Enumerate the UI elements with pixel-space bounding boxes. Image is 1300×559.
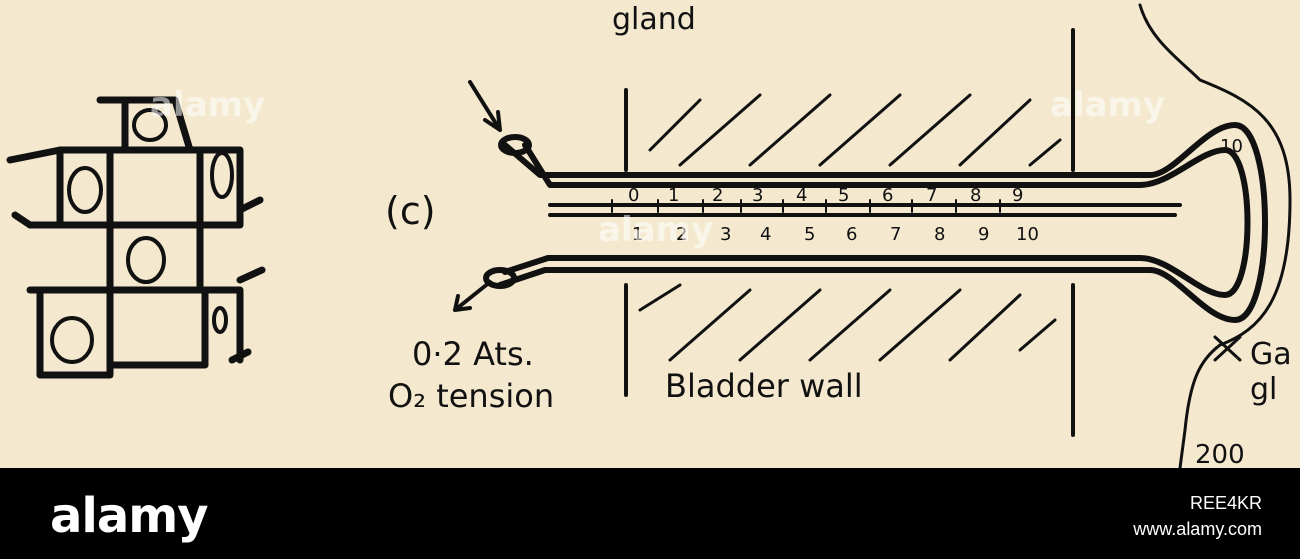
bladder-wall-label: Bladder wall bbox=[665, 367, 863, 405]
lower-number: 8 bbox=[934, 224, 945, 245]
capillary-loop bbox=[483, 122, 1268, 323]
gas-gland-label-line1: Ga bbox=[1250, 337, 1292, 372]
upper-number: 4 bbox=[796, 185, 807, 206]
image-id: REE4KR bbox=[1189, 493, 1262, 513]
scale-label: 200 bbox=[1195, 440, 1245, 470]
exchange-arrows bbox=[611, 199, 1001, 213]
upper-number: 3 bbox=[752, 185, 763, 206]
upper-number: 0 bbox=[628, 185, 639, 206]
lower-number: 1 bbox=[632, 224, 643, 245]
lower-number: 3 bbox=[720, 224, 731, 245]
cell-tissue-sketch bbox=[6, 96, 266, 379]
lower-number: 4 bbox=[760, 224, 771, 245]
upper-number: 10 bbox=[1220, 136, 1243, 157]
site-url: www.alamy.com bbox=[1133, 519, 1262, 539]
upper-number: 7 bbox=[926, 185, 937, 206]
gas-gland-label-line2: gl bbox=[1250, 372, 1278, 407]
inflow-arrow bbox=[468, 80, 502, 132]
upper-number: 1 bbox=[668, 185, 679, 206]
lower-number: 2 bbox=[676, 224, 687, 245]
lower-number: 6 bbox=[846, 224, 857, 245]
upper-number: 6 bbox=[882, 185, 893, 206]
gas-gland-pointer bbox=[1213, 335, 1242, 362]
alamy-logo: alamy bbox=[50, 488, 209, 544]
lower-number: 7 bbox=[890, 224, 901, 245]
upper-number: 9 bbox=[1012, 185, 1023, 206]
diagram-figure: 0 1 2 3 4 5 6 7 8 9 10 1 2 3 4 5 6 7 8 9 10 gland (c) 0·2 A… bbox=[6, 2, 1292, 470]
watermark: alamy bbox=[598, 210, 714, 250]
top-gland-label: gland bbox=[612, 2, 696, 37]
upper-number-labels: 0 1 2 3 4 5 6 7 8 9 10 bbox=[628, 136, 1243, 206]
tension-label-line1: 0·2 Ats. bbox=[412, 335, 534, 373]
watermark: alamy bbox=[1050, 85, 1166, 125]
upper-number: 8 bbox=[970, 185, 981, 206]
lower-number: 10 bbox=[1016, 224, 1039, 245]
panel-label: (c) bbox=[385, 189, 436, 233]
diagram-drawing: 0 1 2 3 4 5 6 7 8 9 10 1 2 3 4 5 6 7 8 9 10 bbox=[6, 3, 1292, 468]
upper-number: 2 bbox=[712, 185, 723, 206]
footer-banner bbox=[0, 468, 1300, 559]
lower-number: 9 bbox=[978, 224, 989, 245]
lower-number-labels: 1 2 3 4 5 6 7 8 9 10 bbox=[632, 224, 1039, 245]
tension-label-line2: O₂ tension bbox=[388, 377, 555, 415]
upper-number: 5 bbox=[838, 185, 849, 206]
cell-nuclei bbox=[50, 108, 234, 364]
lower-number: 5 bbox=[804, 224, 815, 245]
wall-hatching bbox=[638, 93, 1062, 362]
watermark: alamy bbox=[150, 85, 266, 125]
gas-gland-outline bbox=[1138, 3, 1292, 468]
outflow-arrow bbox=[453, 280, 492, 312]
